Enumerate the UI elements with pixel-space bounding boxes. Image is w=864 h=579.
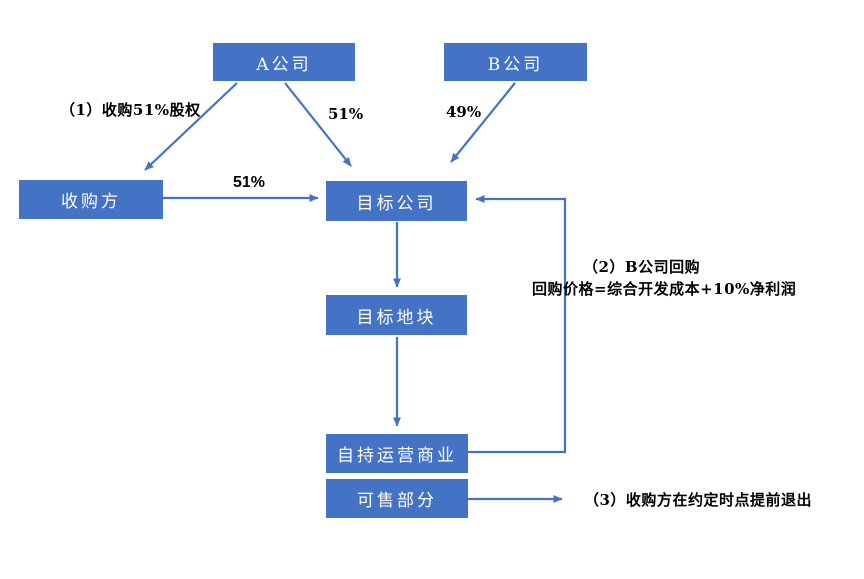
label-step2-line2: 回购价格=综合开发成本+10%净利润 (532, 280, 797, 298)
node-company-b: B公司 (444, 43, 587, 81)
label-b-to-target-49pct: 49% (446, 103, 482, 121)
arrow-b-to-target (450, 82, 516, 163)
node-target-company: 目标公司 (326, 181, 467, 221)
arrow-a-to-target (284, 82, 352, 167)
label-acquirer-to-target-51pct: 51% (233, 174, 266, 191)
label-step2-buyback: （2）B公司回购 回购价格=综合开发成本+10%净利润 (532, 256, 796, 300)
arrow-a-to-acquirer (144, 82, 238, 171)
node-saleable-portion: 可售部分 (326, 479, 468, 518)
node-company-a: A公司 (213, 43, 355, 81)
arrow-selfheld-to-target (468, 195, 567, 454)
label-a-to-target-51pct: 51% (328, 105, 364, 123)
label-step3-early-exit: （3）收购方在约定时点提前退出 (584, 491, 812, 509)
label-step1-acquire-51pct: （1）收购51%股权 (60, 101, 201, 119)
node-target-land: 目标地块 (326, 295, 467, 335)
node-self-held-business: 自持运营商业 (326, 434, 468, 473)
node-acquirer: 收购方 (19, 180, 163, 219)
label-step2-line1: （2）B公司回购 (583, 258, 701, 276)
